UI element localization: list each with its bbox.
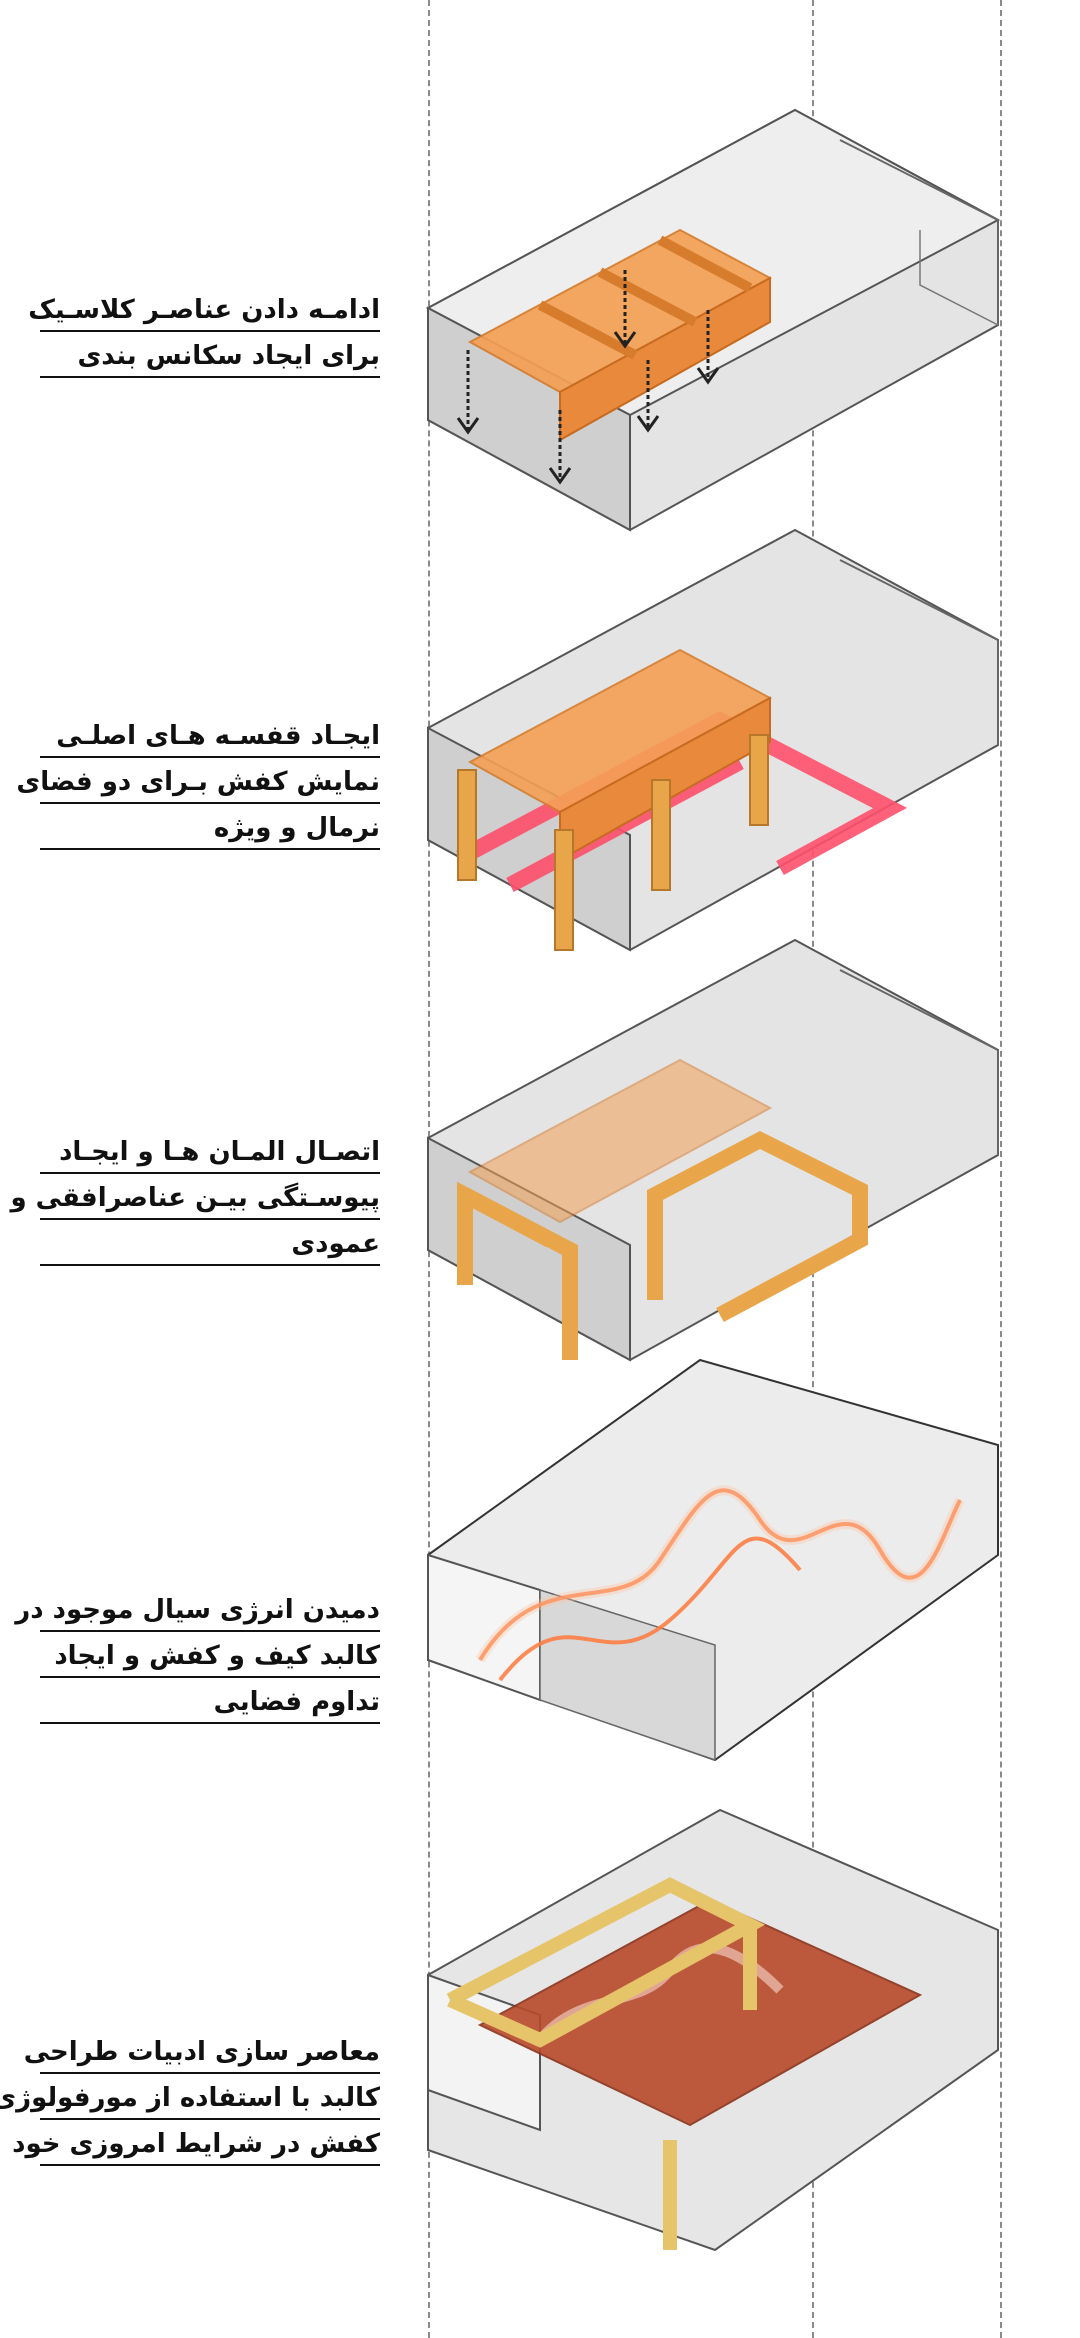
caption-line: دمیدن انرژی سیال موجود در bbox=[15, 1592, 380, 1632]
caption-step-4: دمیدن انرژی سیال موجود در کالبد کیف و کف… bbox=[15, 1592, 380, 1730]
caption-step-3: اتصـال المـان هـا و ایجـاد پیوسـتگی بیـن… bbox=[10, 1134, 380, 1272]
box-step-edge bbox=[839, 559, 999, 745]
dashed-guide-line bbox=[1000, 0, 1002, 2338]
caption-line: کالبد با استفاده از مورفولوژی bbox=[0, 2080, 380, 2120]
axonometric-box-step-4 bbox=[427, 1358, 999, 1762]
box-step-edge bbox=[839, 139, 999, 325]
caption-line: عمودی bbox=[40, 1226, 380, 1266]
caption-step-2: ایجـاد قفسـه هـای اصلـی نمایش کفش بـرای … bbox=[16, 718, 380, 856]
box-step-edge bbox=[839, 969, 999, 1155]
caption-line: برای ایجاد سکانس بندی bbox=[40, 338, 380, 378]
down-arrow-icon bbox=[456, 270, 720, 485]
caption-line: تداوم فضایی bbox=[40, 1684, 380, 1724]
caption-line: نرمال و ویژه bbox=[40, 810, 380, 850]
axonometric-box-step-5 bbox=[427, 1808, 999, 2252]
caption-line: ایجـاد قفسـه هـای اصلـی bbox=[40, 718, 380, 758]
axonometric-box-step-2 bbox=[427, 528, 999, 952]
caption-line: نمایش کفش بـرای دو فضای bbox=[16, 764, 380, 804]
box-front-face bbox=[539, 1588, 716, 1762]
caption-line: معاصر سازی ادبیات طراحی bbox=[24, 2034, 380, 2074]
energy-glow bbox=[475, 1485, 965, 1663]
caption-step-5: معاصر سازی ادبیات طراحی کالبد با استفاده… bbox=[0, 2034, 380, 2172]
caption-line: اتصـال المـان هـا و ایجـاد bbox=[40, 1134, 380, 1174]
caption-line: پیوسـتگی بیـن عناصرافقی و bbox=[10, 1180, 380, 1220]
energy-flow-line bbox=[478, 1488, 962, 1682]
axonometric-box-step-1 bbox=[425, 108, 1001, 532]
caption-line: ادامـه دادن عناصـر کلاسـیک bbox=[28, 292, 380, 332]
wood-columns bbox=[457, 734, 769, 951]
caption-line: کالبد کیف و کفش و ایجاد bbox=[40, 1638, 380, 1678]
caption-step-1: ادامـه دادن عناصـر کلاسـیک برای ایجاد سک… bbox=[28, 292, 380, 384]
orange-frame bbox=[467, 1058, 773, 1224]
axonometric-box-step-3 bbox=[427, 938, 999, 1362]
caption-line: کفش در شرایط امروزی خود bbox=[12, 2126, 380, 2166]
box-inner-edge bbox=[919, 230, 999, 326]
orange-frame bbox=[467, 228, 773, 442]
gold-frame bbox=[446, 1877, 766, 2250]
wood-connected-frame bbox=[457, 1131, 868, 1360]
